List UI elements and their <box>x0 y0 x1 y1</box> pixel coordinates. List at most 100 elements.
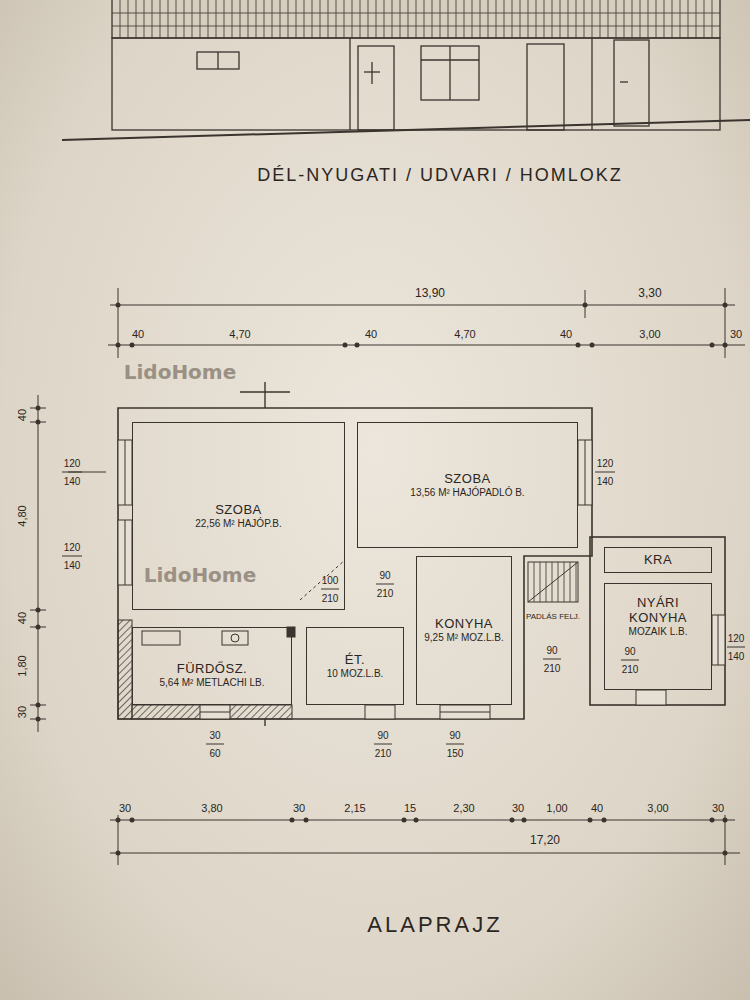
section-line <box>264 719 265 726</box>
hatched-wall <box>118 620 132 719</box>
dimension-tick <box>602 818 607 823</box>
roof-tile-line <box>288 0 289 38</box>
window <box>421 46 479 100</box>
window-size: 150 <box>447 748 464 759</box>
roof-tile-line <box>328 0 329 38</box>
dimension-tick <box>304 818 309 823</box>
door-size: 90 <box>379 570 390 581</box>
window-size: 140 <box>728 651 745 662</box>
ground-line <box>62 120 750 140</box>
fraction-line <box>321 589 339 590</box>
dimension-tick <box>710 343 715 348</box>
roof-tile-line <box>112 26 720 27</box>
roof-tile-line <box>424 0 425 38</box>
window-size: 140 <box>64 476 81 487</box>
door-opening <box>636 690 666 705</box>
door <box>614 40 649 126</box>
roof-tile-line <box>176 0 177 38</box>
roof-tile-line <box>392 0 393 38</box>
window-size: 140 <box>597 476 614 487</box>
washbasin <box>222 631 248 645</box>
roof-tile-line <box>160 0 161 38</box>
roof-tile-line <box>112 13 720 14</box>
window-transom <box>421 59 479 60</box>
roof-tile-line <box>272 0 273 38</box>
dimension-tick <box>116 303 121 308</box>
roof-tile-line <box>184 0 185 38</box>
hatched-wall <box>132 705 292 719</box>
room-name: SZOBA <box>215 503 262 518</box>
roof-tile-line <box>208 0 209 38</box>
roof-tile-line <box>680 0 681 38</box>
window-size: 30 <box>209 730 220 741</box>
room-name: NYÁRI KONYHA <box>608 596 708 626</box>
room-name: FÜRDŐSZ. <box>177 662 247 677</box>
view-title: DÉL-NYUGATI / UDVARI / HOMLOKZ <box>257 166 622 186</box>
roof-tile-line <box>256 0 257 38</box>
dimension-tick <box>30 719 46 720</box>
roof-tile-line <box>248 0 249 38</box>
room-area: 5,64 M² METLACHI LB. <box>159 677 264 689</box>
roof-tile-line <box>496 0 497 38</box>
dimension-tick <box>414 818 419 823</box>
dimension-tick <box>116 851 121 856</box>
roof-tile-line <box>536 0 537 38</box>
dimension: 40 <box>132 328 144 340</box>
door-size: 90 <box>546 645 557 656</box>
dimension-tick <box>116 343 121 348</box>
roof-tile-line <box>704 0 705 38</box>
dimension-tick <box>30 610 46 611</box>
stair-step <box>576 562 577 602</box>
room-area: MOZAIK L.B. <box>629 626 688 638</box>
roof-tile-line <box>648 0 649 38</box>
stair-step <box>564 562 565 602</box>
dimension-tick <box>588 818 593 823</box>
roof-tile-line <box>488 0 489 38</box>
dimension-tick <box>583 303 588 308</box>
roof-tile-line <box>560 0 561 38</box>
dimension: 3,00 <box>639 328 660 340</box>
roof-outline <box>112 0 720 38</box>
roof-tile-line <box>168 0 169 38</box>
door-frame-line <box>364 71 380 72</box>
roof-tile-line <box>264 0 265 38</box>
stair-step <box>534 562 535 602</box>
window-glass <box>125 440 126 505</box>
window-glass <box>200 712 230 713</box>
dimension: 1,00 <box>546 802 567 814</box>
roof-tile-line <box>224 0 225 38</box>
dimension-tick <box>510 818 515 823</box>
roof-tile-line <box>696 0 697 38</box>
roof-tile-line <box>448 0 449 38</box>
roof-tile-line <box>440 0 441 38</box>
door-handle <box>620 81 628 82</box>
door-size: 90 <box>377 730 388 741</box>
plan-walls <box>118 408 725 719</box>
dimension: 30 <box>293 802 305 814</box>
dimension-tick <box>723 303 728 308</box>
room-area: 10 MOZ.L.B. <box>327 668 384 680</box>
roof-tile-line <box>640 0 641 38</box>
dimension-lines <box>38 288 745 865</box>
roof-tile-line <box>624 0 625 38</box>
roof <box>112 0 720 38</box>
dimension-tick <box>116 818 121 823</box>
window-glass <box>585 440 586 505</box>
room-area: 22,56 M² HAJÓP.B. <box>195 518 282 530</box>
fraction-line <box>621 660 639 661</box>
roof-tile-line <box>544 0 545 38</box>
room-box: KONYHA9,25 M² MOZ.L.B. <box>416 556 512 705</box>
door-frame-line <box>371 62 372 84</box>
outer-wall <box>590 537 725 705</box>
dimension-tick <box>710 818 715 823</box>
roof-tile-line <box>480 0 481 38</box>
roof-tile-line <box>336 0 337 38</box>
roof-tile-line <box>128 0 129 38</box>
dimension: 40 <box>16 409 28 421</box>
dimension-tick <box>343 343 348 348</box>
dimension: 40 <box>16 612 28 624</box>
